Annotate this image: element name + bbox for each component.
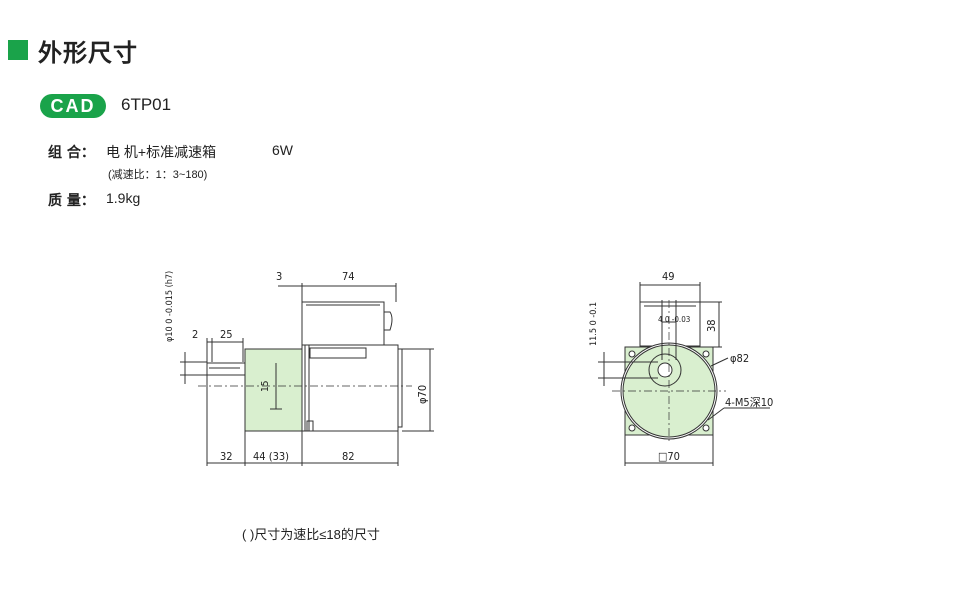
mount-hole — [702, 424, 710, 432]
dim-key-label: 4 0 -0.03 — [658, 315, 690, 324]
dim-44-label: 44 (33) — [253, 450, 289, 463]
mount-hole — [628, 424, 636, 432]
model-code: 6TP01 — [121, 95, 172, 114]
dim-holes-label: 4-M5深10 — [725, 396, 773, 409]
dim-11-5-label: 11.5 0 -0.1 — [589, 302, 599, 346]
footnote: ( )尺寸为速比≤18的尺寸 — [242, 527, 380, 542]
shaft-side — [206, 362, 246, 376]
mass-label: 质 量： — [48, 193, 95, 209]
mount-hole — [702, 350, 710, 358]
dim-49-label: 49 — [662, 270, 675, 283]
front-view-drawing — [598, 282, 770, 466]
power-value: 6W — [272, 142, 293, 158]
cad-badge-button[interactable]: CAD — [40, 94, 106, 118]
dim-25-label: 25 — [220, 328, 233, 341]
dim-3-label: 3 — [276, 270, 282, 283]
gearbox-side — [244, 348, 303, 432]
terminal-box-front — [639, 301, 701, 347]
dim-82-label: 82 — [342, 450, 355, 463]
dim-74-label: 74 — [342, 270, 355, 283]
terminal-box-side — [301, 301, 385, 346]
dim-shaft-diameter-label: φ10 0 -0.015 (h7) — [165, 271, 175, 342]
combination-value: 电 机+标准减速箱 — [106, 144, 217, 160]
mount-hole — [628, 350, 636, 358]
title-square-icon — [8, 40, 28, 60]
combination-label: 组 合： — [48, 145, 95, 161]
dim-2-label: 2 — [192, 328, 198, 341]
dim-38-label: 38 — [705, 319, 718, 332]
dim-square70-label: □70 — [658, 450, 680, 463]
dim-phi82-label: φ82 — [730, 352, 749, 365]
mass-value: 1.9kg — [106, 190, 141, 206]
dim-32-label: 32 — [220, 450, 233, 463]
dim-phi70-label: φ70 — [416, 385, 429, 404]
side-view-drawing — [180, 283, 434, 466]
ratio-note: (减速比：1：3~180) — [108, 169, 208, 181]
page-title: 外形尺寸 — [38, 39, 138, 67]
dim-15-label: 15 — [260, 381, 271, 392]
